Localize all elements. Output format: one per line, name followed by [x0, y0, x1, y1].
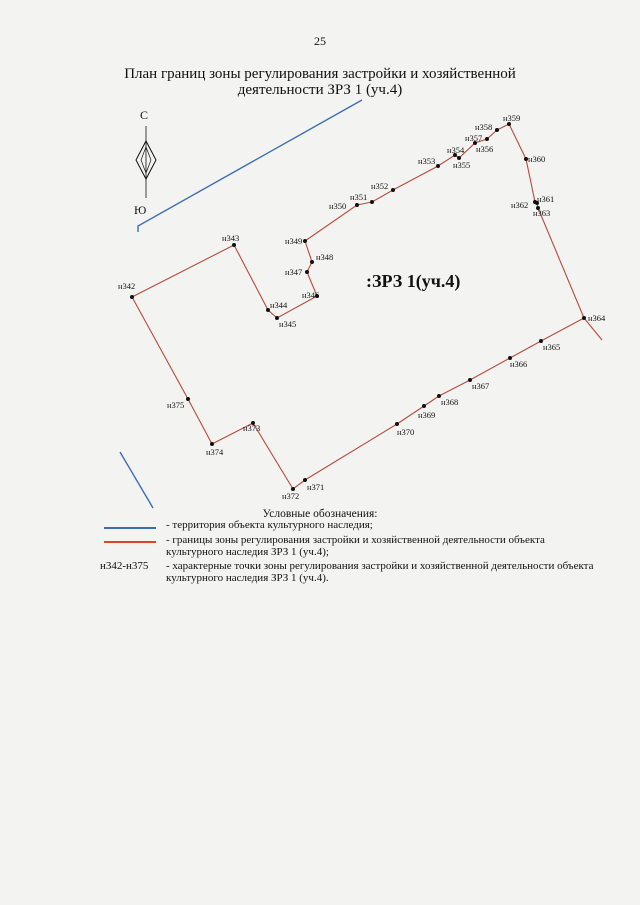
- point-marker-н356: [473, 141, 477, 145]
- point-label-н359: н359: [503, 113, 520, 123]
- point-label-н362: н362: [511, 200, 528, 210]
- point-marker-н348: [310, 260, 314, 264]
- point-marker-н375: [186, 397, 190, 401]
- point-marker-н351: [370, 200, 374, 204]
- point-marker-н350: [355, 203, 359, 207]
- point-marker-н363: [536, 206, 540, 210]
- characteristic-points: н342 н343 н344 н345 н346 н347 н348 н349 н350 н351…: [118, 113, 606, 501]
- point-label-н345: н345: [279, 319, 296, 329]
- legend-text-zone-boundary: - границы зоны регулирования застройки и…: [166, 534, 545, 558]
- point-marker-н342: [130, 295, 134, 299]
- point-marker-н364: [582, 316, 586, 320]
- zone-boundary-line: [131, 123, 585, 490]
- point-marker-н360: [524, 157, 528, 161]
- point-label-н353: н353: [418, 156, 435, 166]
- compass-north-label: С: [140, 108, 148, 122]
- compass-south-label: Ю: [134, 203, 146, 217]
- blue-line-swatch: [104, 527, 156, 529]
- point-marker-н355: [457, 156, 461, 160]
- point-marker-н358: [495, 128, 499, 132]
- point-label-н374: н374: [206, 447, 224, 457]
- point-marker-н370: [395, 422, 399, 426]
- title-line-1: План границ зоны регулирования застройки…: [124, 66, 516, 82]
- point-label-н364: н364: [588, 313, 606, 323]
- legend-key-points: н342-н375: [100, 560, 149, 572]
- point-label-н348: н348: [316, 252, 333, 262]
- point-label-н365: н365: [543, 342, 560, 352]
- point-marker-н374: [210, 442, 214, 446]
- point-label-н360: н360: [528, 154, 545, 164]
- point-marker-н357: [485, 137, 489, 141]
- legend-text-points: - характерные точки зоны регулирования з…: [166, 560, 594, 584]
- point-marker-н349: [303, 239, 307, 243]
- point-marker-н347: [305, 270, 309, 274]
- legend-text-heritage: - территория объекта культурного наследи…: [166, 519, 373, 531]
- point-marker-н353: [436, 164, 440, 168]
- point-marker-н365: [539, 339, 543, 343]
- point-marker-н352: [391, 188, 395, 192]
- point-label-н361: н361: [537, 194, 554, 204]
- point-label-н342: н342: [118, 281, 135, 291]
- point-label-н363: н363: [533, 208, 550, 218]
- zone-boundary-extension-line: [583, 317, 603, 341]
- point-label-н369: н369: [418, 410, 435, 420]
- page-number: 25: [314, 34, 326, 48]
- point-label-н358: н358: [475, 122, 492, 132]
- point-marker-н371: [303, 478, 307, 482]
- point-marker-н346: [315, 294, 319, 298]
- point-label-н357: н357: [465, 133, 482, 143]
- map-title: План границ зоны регулирования застройки…: [0, 66, 640, 98]
- point-label-н352: н352: [371, 181, 388, 191]
- red-line-swatch: [104, 541, 156, 543]
- compass-rose-icon: [135, 126, 157, 198]
- point-marker-н354: [453, 153, 457, 157]
- point-marker-н372: [291, 487, 295, 491]
- point-marker-н373: [251, 421, 255, 425]
- point-marker-н362: [535, 201, 539, 205]
- point-marker-н359: [507, 122, 511, 126]
- zone-label: :ЗРЗ 1(уч.4): [366, 271, 460, 292]
- point-marker-н369: [422, 404, 426, 408]
- legend-title: Условные обозначения:: [262, 508, 378, 520]
- point-label-н354: н354: [447, 145, 465, 155]
- point-label-н347: н347: [285, 267, 302, 277]
- point-label-н367: н367: [472, 381, 489, 391]
- point-label-н349: н349: [285, 236, 302, 246]
- point-label-н366: н366: [510, 359, 527, 369]
- point-label-н344: н344: [270, 300, 288, 310]
- title-line-2: деятельности ЗРЗ 1 (уч.4): [237, 82, 403, 98]
- point-label-н373: н373: [243, 423, 260, 433]
- point-label-н371: н371: [307, 482, 324, 492]
- point-marker-н368: [437, 394, 441, 398]
- point-label-н370: н370: [397, 427, 414, 437]
- point-label-н343: н343: [222, 233, 239, 243]
- point-label-н351: н351: [350, 192, 367, 202]
- point-marker-н343: [232, 243, 236, 247]
- heritage-territory-line-top: [137, 99, 363, 232]
- point-label-н375: н375: [167, 400, 184, 410]
- point-label-н356: н356: [476, 144, 493, 154]
- point-marker-н367: [468, 378, 472, 382]
- point-marker-н366: [508, 356, 512, 360]
- point-label-н368: н368: [441, 397, 458, 407]
- point-label-н372: н372: [282, 491, 299, 501]
- heritage-territory-line-left: [119, 451, 154, 509]
- point-label-н355: н355: [453, 160, 470, 170]
- point-label-н346: н346: [302, 290, 319, 300]
- point-marker-н345: [275, 316, 279, 320]
- point-label-н350: н350: [329, 201, 346, 211]
- point-marker-н344: [266, 308, 270, 312]
